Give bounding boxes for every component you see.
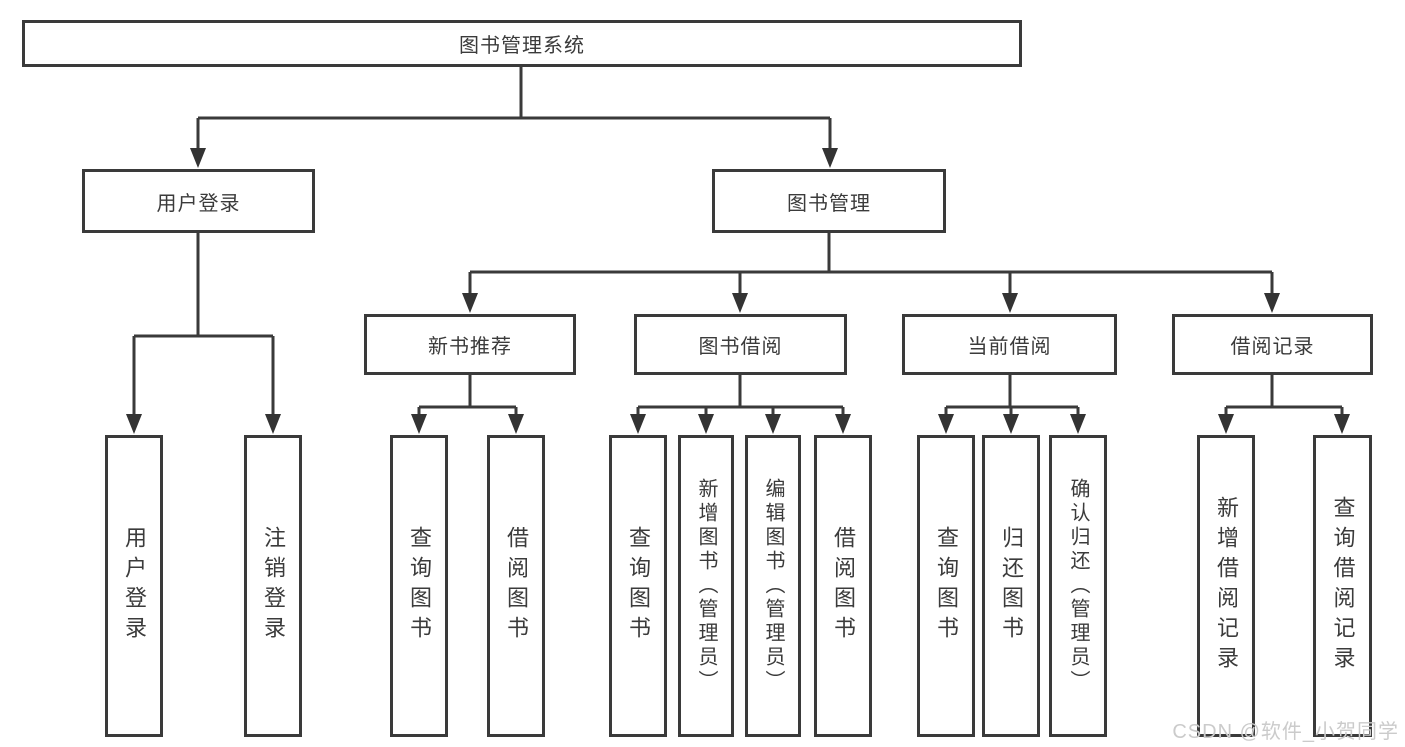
leaf-borrow-books-recommendation: 借阅图书: [487, 435, 545, 737]
arrowhead-down-icon: [1264, 293, 1280, 313]
leaf-user-login: 用户登录: [105, 435, 163, 737]
node-label: 用户登录: [156, 192, 241, 215]
leaf-confirm-return-admin: 确认归还（管理员）: [1049, 435, 1107, 737]
leaf-label: 查询图书: [626, 526, 651, 646]
leaf-borrow-books-borrowing: 借阅图书: [814, 435, 872, 737]
arrowhead-down-icon: [265, 414, 281, 434]
leaf-label: 确认归还（管理员）: [1067, 478, 1089, 694]
arrowhead-down-icon: [411, 414, 427, 434]
node-library-management-system: 图书管理系统: [22, 20, 1022, 67]
node-borrowing-records: 借阅记录: [1172, 314, 1373, 375]
arrowhead-down-icon: [190, 148, 206, 168]
leaf-query-books-recommendation: 查询图书: [390, 435, 448, 737]
arrowhead-down-icon: [1218, 414, 1234, 434]
leaf-label: 查询图书: [407, 526, 432, 646]
leaf-return-books: 归还图书: [982, 435, 1040, 737]
arrowhead-down-icon: [508, 414, 524, 434]
leaf-label: 查询图书: [934, 526, 959, 646]
node-user-login: 用户登录: [82, 169, 315, 233]
leaf-logout: 注销登录: [244, 435, 302, 737]
arrowhead-down-icon: [1334, 414, 1350, 434]
arrowhead-down-icon: [765, 414, 781, 434]
arrowhead-down-icon: [835, 414, 851, 434]
node-current-borrowing: 当前借阅: [902, 314, 1117, 375]
node-label: 图书借阅: [698, 336, 783, 358]
leaf-edit-book-admin: 编辑图书（管理员）: [745, 435, 801, 737]
node-new-book-recommendation: 新书推荐: [364, 314, 576, 375]
arrowhead-down-icon: [462, 293, 478, 313]
node-label: 图书管理系统: [459, 35, 585, 57]
arrowhead-down-icon: [698, 414, 714, 434]
leaf-label: 新增图书（管理员）: [695, 478, 717, 694]
arrowhead-down-icon: [938, 414, 954, 434]
leaf-label: 注销登录: [261, 526, 286, 646]
leaf-label: 编辑图书（管理员）: [762, 478, 784, 694]
leaf-label: 查询借阅记录: [1330, 496, 1356, 676]
node-book-borrowing: 图书借阅: [634, 314, 847, 375]
arrowhead-down-icon: [1003, 414, 1019, 434]
arrowhead-down-icon: [732, 293, 748, 313]
node-label: 图书管理: [787, 192, 871, 215]
leaf-add-borrow-record: 新增借阅记录: [1197, 435, 1255, 737]
arrowhead-down-icon: [1002, 293, 1018, 313]
node-book-management: 图书管理: [712, 169, 946, 233]
node-label: 新书推荐: [428, 336, 512, 358]
leaf-label: 新增借阅记录: [1214, 496, 1239, 676]
node-label: 当前借阅: [967, 336, 1052, 358]
leaf-label: 用户登录: [122, 526, 147, 646]
arrowhead-down-icon: [1070, 414, 1086, 434]
leaf-query-books-borrowing: 查询图书: [609, 435, 667, 737]
csdn-watermark: CSDN @软件_小贺同学: [1172, 721, 1399, 743]
arrowhead-down-icon: [630, 414, 646, 434]
leaf-query-borrow-record: 查询借阅记录: [1313, 435, 1372, 737]
node-label: 借阅记录: [1230, 336, 1315, 358]
arrowhead-down-icon: [822, 148, 838, 168]
leaf-label: 归还图书: [999, 526, 1024, 646]
leaf-query-books-current: 查询图书: [917, 435, 975, 737]
leaf-label: 借阅图书: [831, 526, 856, 646]
leaf-label: 借阅图书: [504, 526, 529, 646]
arrowhead-down-icon: [126, 414, 142, 434]
leaf-add-book-admin: 新增图书（管理员）: [678, 435, 734, 737]
